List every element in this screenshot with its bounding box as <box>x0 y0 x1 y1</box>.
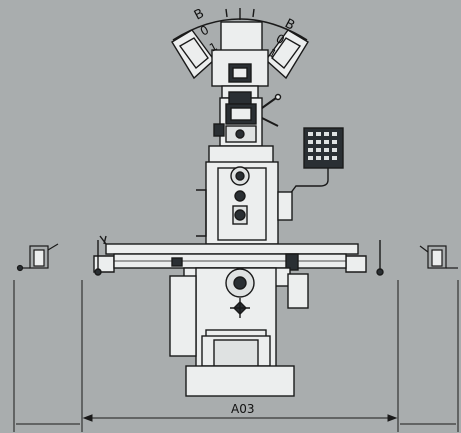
dimension-lines <box>13 280 459 432</box>
control-cable <box>289 168 329 195</box>
dimension-label: A03 <box>231 402 254 416</box>
quill-assembly <box>213 91 282 147</box>
dim-arrow-right <box>387 414 398 422</box>
knee-right-box <box>287 273 309 309</box>
control-panel <box>289 127 344 195</box>
left-outer-handle <box>16 243 59 272</box>
right-outer-handle <box>419 245 458 269</box>
knee-left-panel <box>169 275 197 357</box>
swivel-head <box>171 8 309 99</box>
base <box>185 335 295 397</box>
table-left-end <box>93 255 115 273</box>
column-side-box <box>277 191 293 221</box>
table-top <box>105 243 359 255</box>
column <box>196 145 293 245</box>
base-plate <box>185 365 295 397</box>
table-right-end <box>345 255 367 273</box>
dim-arrow-left <box>82 414 93 422</box>
work-table <box>93 235 384 276</box>
